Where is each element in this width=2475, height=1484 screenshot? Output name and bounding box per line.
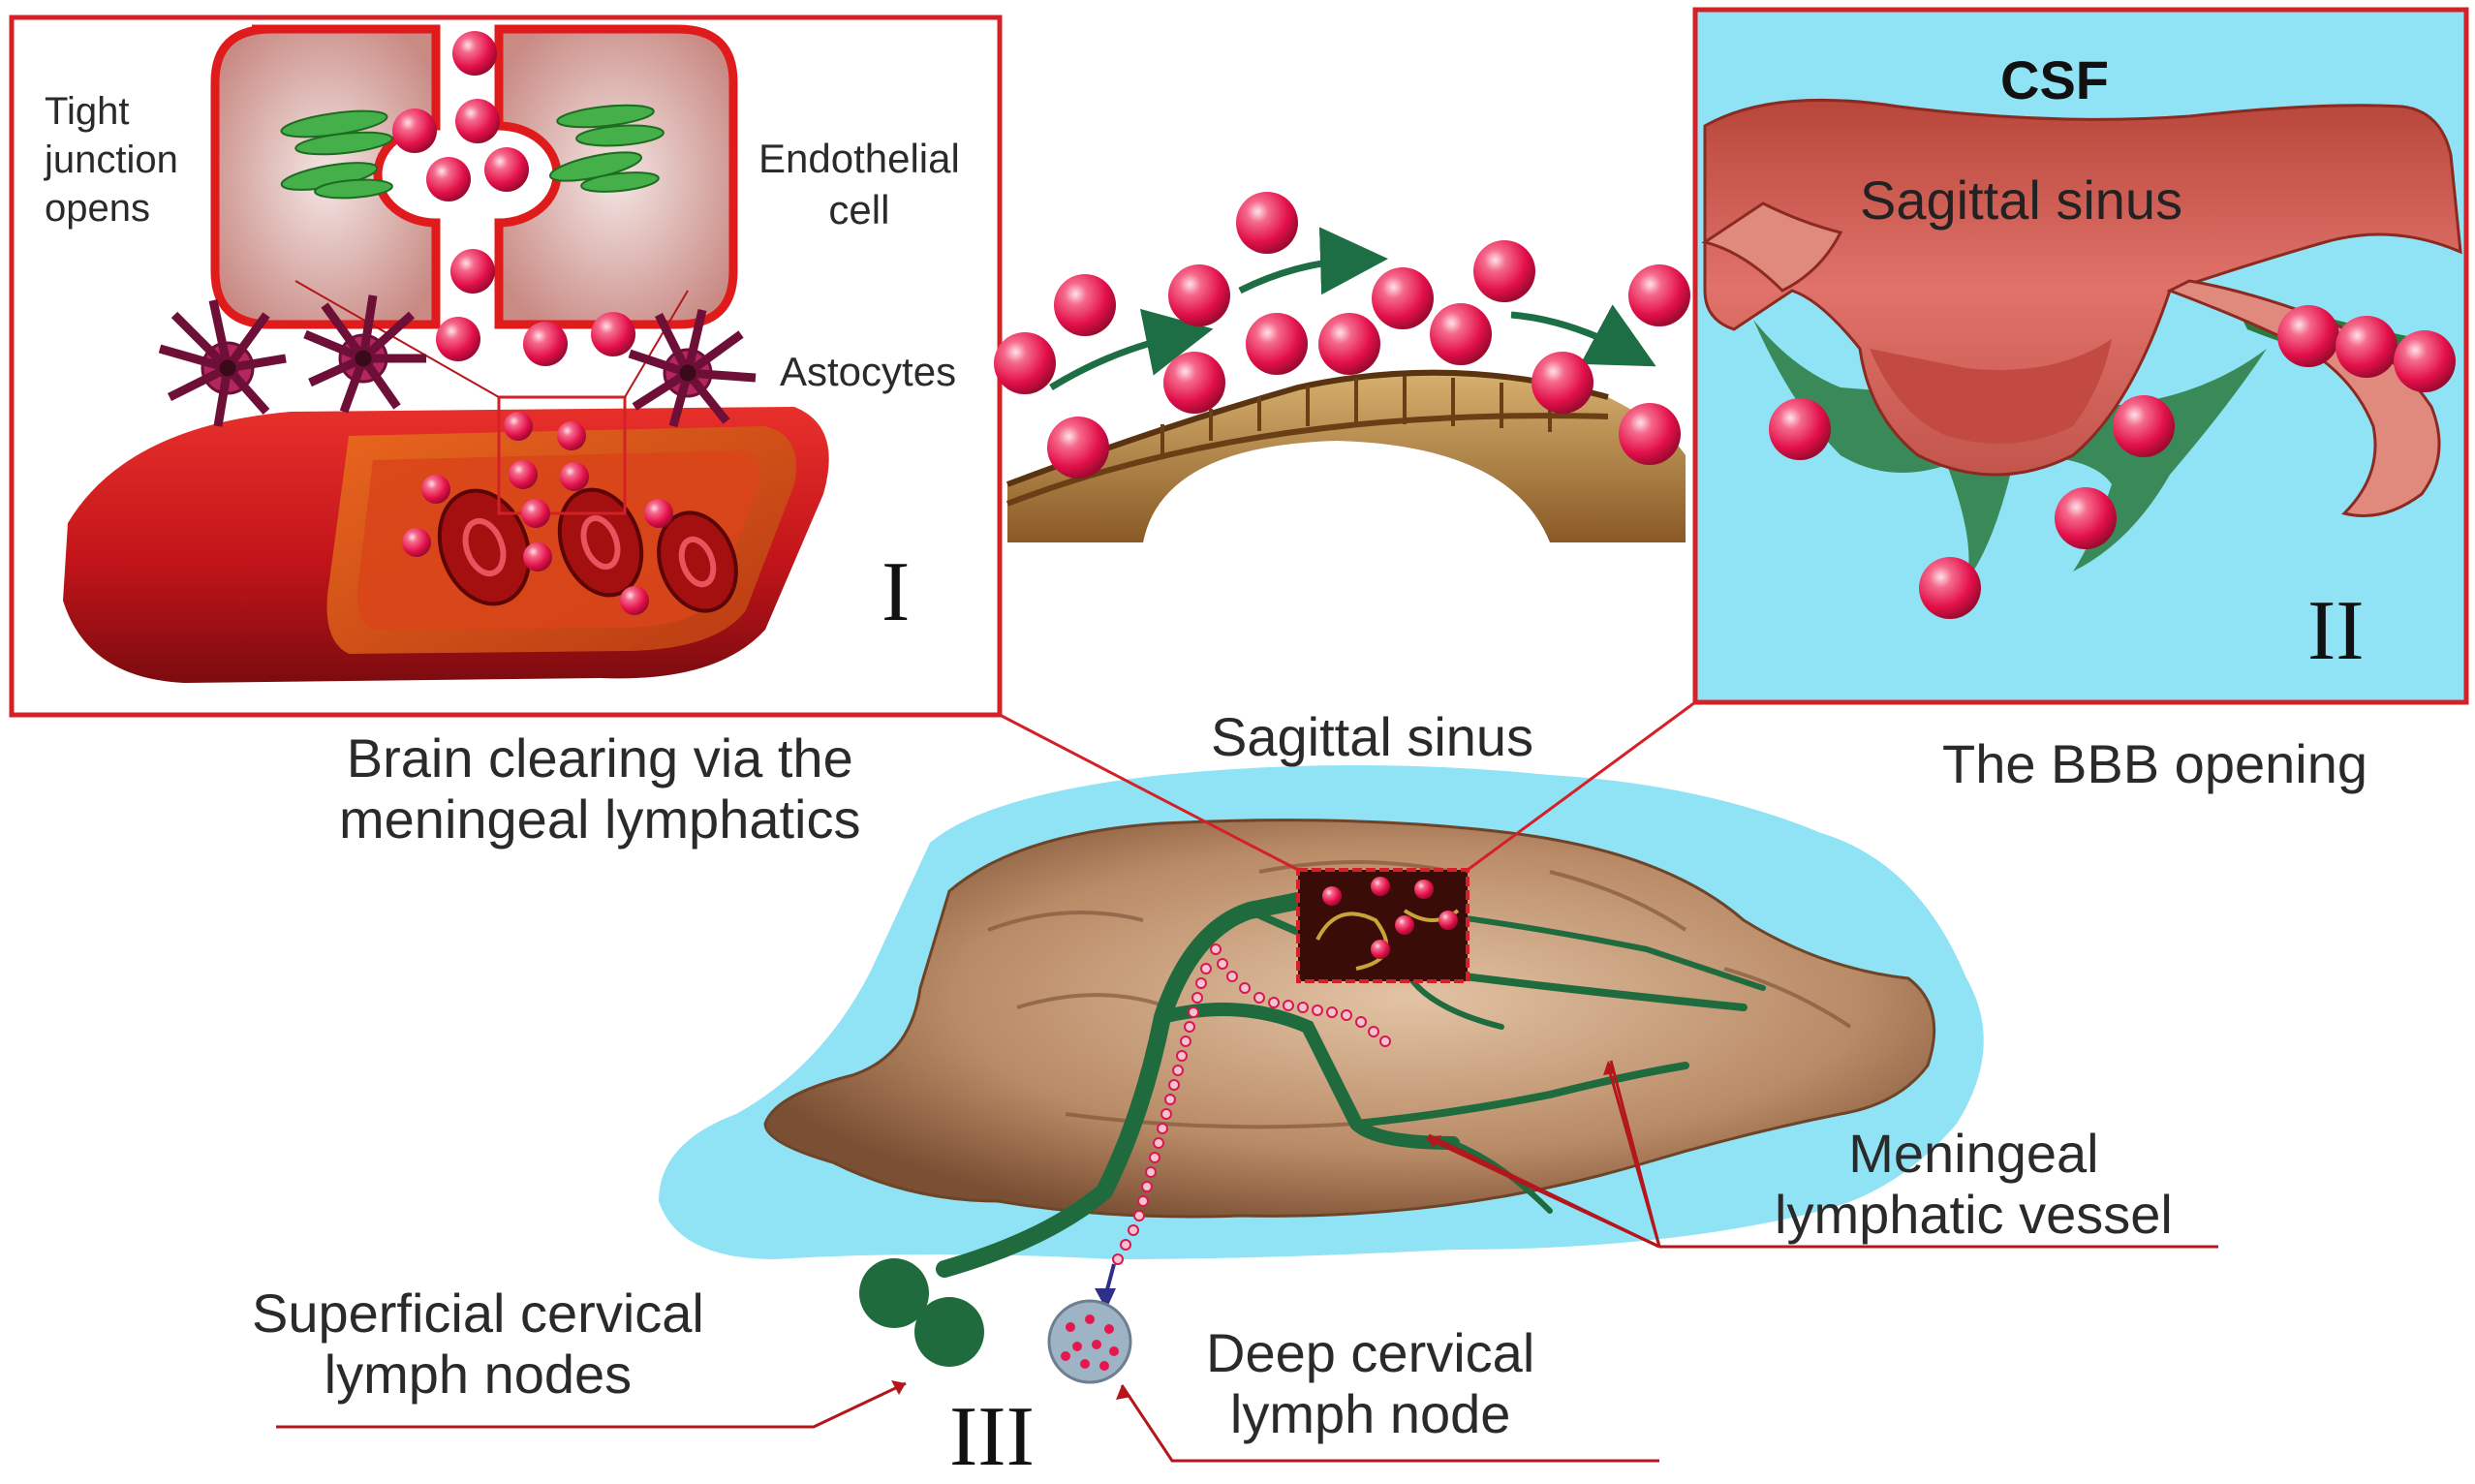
- caption-brain-clearing: Brain clearing via the meningeal lymphat…: [339, 727, 861, 850]
- particle: [1168, 264, 1230, 326]
- particle: [455, 99, 500, 143]
- particle: [620, 586, 649, 615]
- superficial-lymph-node: [859, 1258, 929, 1328]
- particle: [1236, 192, 1298, 254]
- particle: [1619, 403, 1681, 465]
- label-sagittal-sinus-panel: Sagittal sinus: [1860, 170, 2183, 231]
- bridge-illustration: [994, 192, 1690, 542]
- particle: [1919, 557, 1981, 619]
- particle: [426, 157, 471, 201]
- particle: [452, 31, 497, 76]
- particle: [450, 249, 495, 294]
- panel-one-numeral: I: [882, 545, 911, 639]
- particle: [1372, 267, 1434, 329]
- particle: [1473, 240, 1535, 302]
- astrocyte-cells: [158, 294, 757, 428]
- pointer-lines: [276, 1060, 2218, 1463]
- particle: [1628, 264, 1690, 326]
- particle: [484, 147, 529, 192]
- particle: [1430, 303, 1492, 365]
- particle: [591, 312, 635, 356]
- caption-sagittal-sinus: Sagittal sinus: [1211, 706, 1534, 767]
- particle: [1054, 274, 1116, 336]
- particle: [1246, 313, 1308, 375]
- particle: [560, 462, 589, 491]
- particle: [1163, 352, 1225, 414]
- particle: [523, 322, 568, 366]
- particle: [392, 108, 437, 153]
- particle: [2277, 305, 2339, 367]
- superficial-lymph-node: [914, 1297, 984, 1367]
- label-endothelial-cell: Endothelial cell: [758, 136, 960, 232]
- particle: [1531, 352, 1593, 414]
- particle: [2336, 316, 2398, 378]
- particle: [2055, 487, 2117, 549]
- deep-lymph-node: [1047, 1299, 1132, 1384]
- particle: [1769, 398, 1831, 460]
- caption-deep-cervical-lymph-node: Deep cervical lymph node: [1206, 1322, 1535, 1444]
- particle-trail: [1112, 943, 1391, 1265]
- particle: [644, 499, 673, 528]
- endothelial-cells-inset: [210, 24, 738, 329]
- particles-panel-one: [392, 31, 673, 615]
- particle: [509, 460, 538, 489]
- label-tight-junction: Tight junction opens: [45, 90, 178, 230]
- caption-bbb-opening: The BBB opening: [1942, 733, 2367, 794]
- connector-lines: [999, 700, 1696, 872]
- particle: [557, 421, 586, 450]
- particle: [521, 499, 550, 528]
- particles-bridge: [994, 192, 1690, 479]
- caption-meningeal-lymphatic-vessel: Meningeal lymphatic vessel: [1775, 1123, 2173, 1245]
- particle: [421, 475, 450, 504]
- caption-superficial-lymph-nodes: Superficial cervical lymph nodes: [252, 1283, 704, 1405]
- particle: [523, 542, 552, 572]
- particle: [504, 412, 533, 441]
- panel-one: [9, 15, 1003, 718]
- particle: [2394, 330, 2456, 392]
- particle: [2113, 395, 2175, 457]
- particles-panel-two: [1769, 305, 2456, 619]
- brain-illustration: [659, 765, 1984, 1384]
- particle: [1318, 313, 1380, 375]
- panel-three-numeral: III: [949, 1390, 1035, 1484]
- label-astrocytes: Astocytes: [780, 349, 957, 394]
- particle: [402, 528, 431, 557]
- panel-two: [1692, 7, 2469, 705]
- particle: [436, 317, 480, 361]
- panel-two-numeral: II: [2307, 584, 2365, 678]
- particle: [1047, 417, 1109, 479]
- particle: [994, 332, 1056, 394]
- label-csf: CSF: [2000, 49, 2109, 110]
